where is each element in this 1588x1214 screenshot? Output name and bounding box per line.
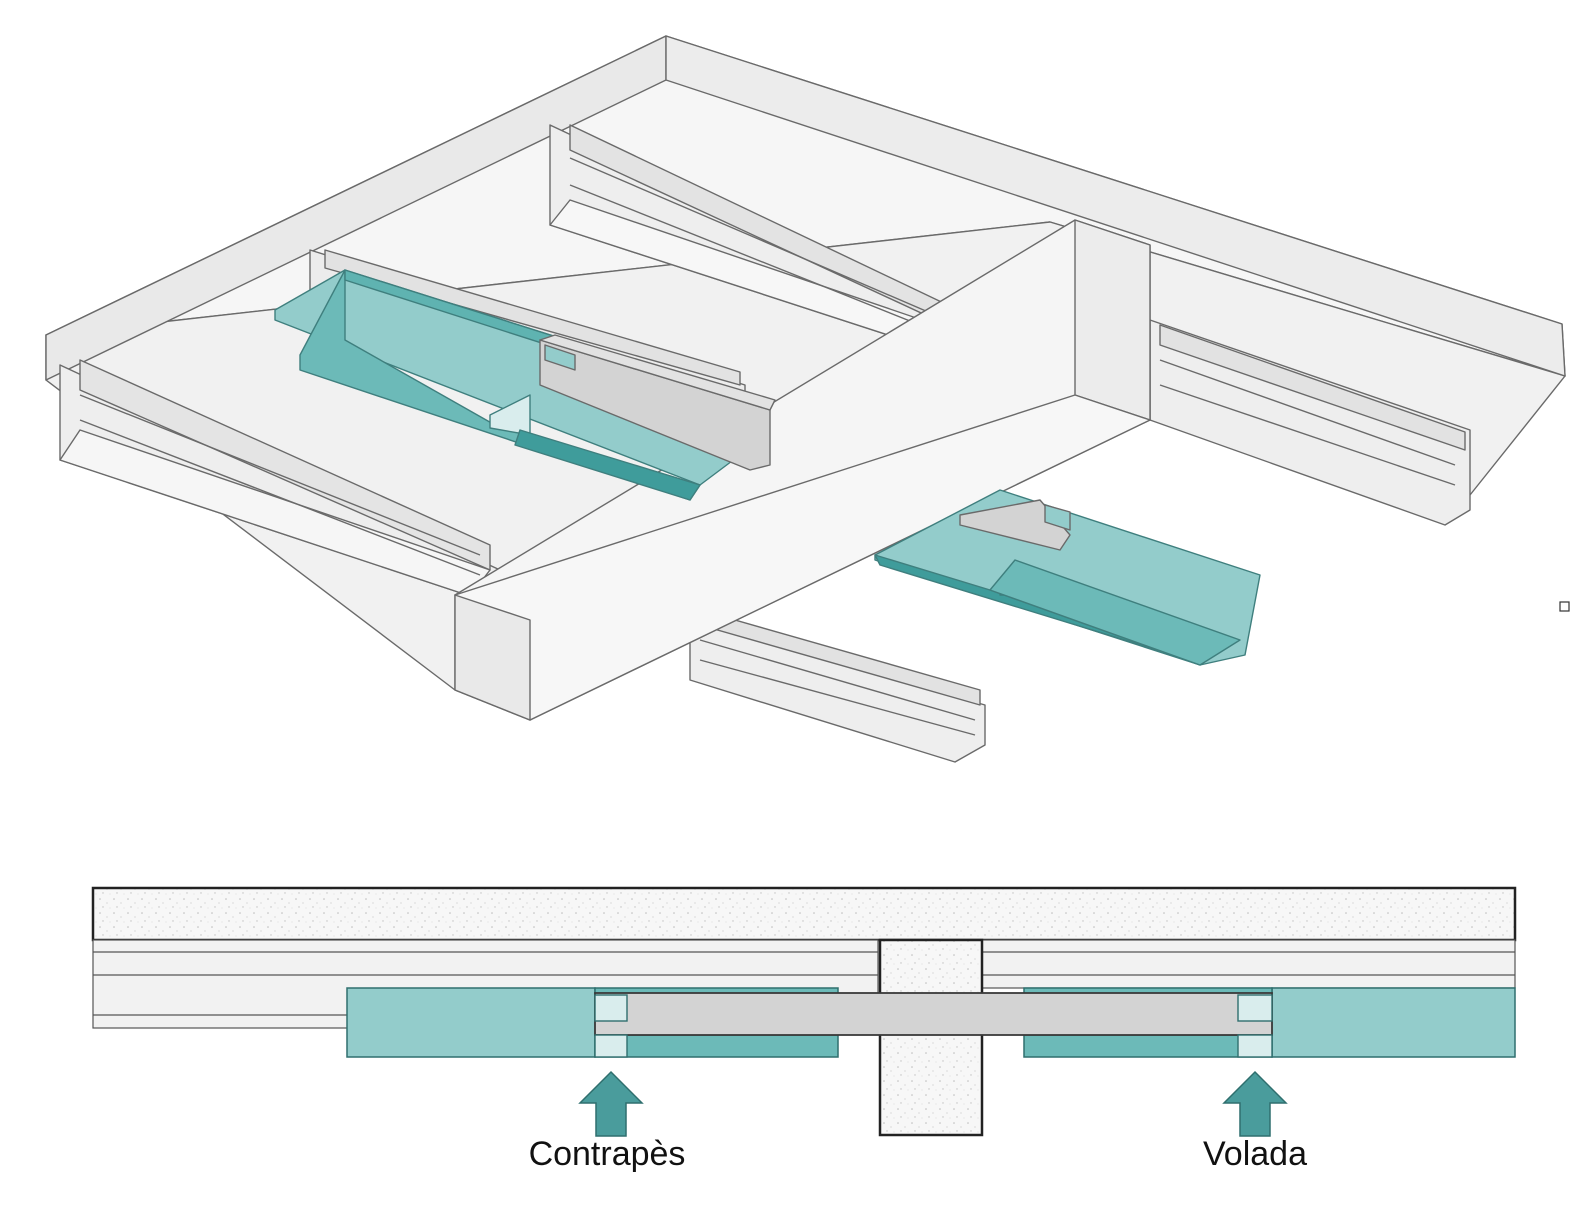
edge-marker [1559, 601, 1570, 612]
steel-bar-right [959, 499, 1071, 551]
section-slab [91, 886, 1517, 942]
section-view: Contrapès Volada [91, 886, 1517, 1173]
arrow-up-right-icon [1222, 1070, 1288, 1137]
section-steel-bar [594, 992, 1273, 1036]
label-volada: Volada [1203, 1135, 1307, 1173]
steel-bar-left [539, 334, 776, 471]
section-channel-left [346, 987, 839, 1058]
section-beam [878, 938, 984, 1137]
joist-left-front [59, 359, 501, 597]
slab-right-edge [665, 35, 1566, 377]
joist-right-front [689, 609, 986, 763]
arrow-up-left-icon [578, 1070, 644, 1137]
joist-far [549, 124, 986, 361]
reinforcement-channel-right [874, 489, 1261, 666]
label-contrapes: Contrapès [529, 1135, 686, 1173]
main-beam [454, 219, 1151, 721]
joist-right-back [1149, 319, 1471, 526]
isometric-view [45, 35, 1566, 763]
section-joist-right [981, 939, 1516, 989]
section-support-pads [594, 994, 1273, 1058]
section-channel-right [1023, 987, 1516, 1058]
